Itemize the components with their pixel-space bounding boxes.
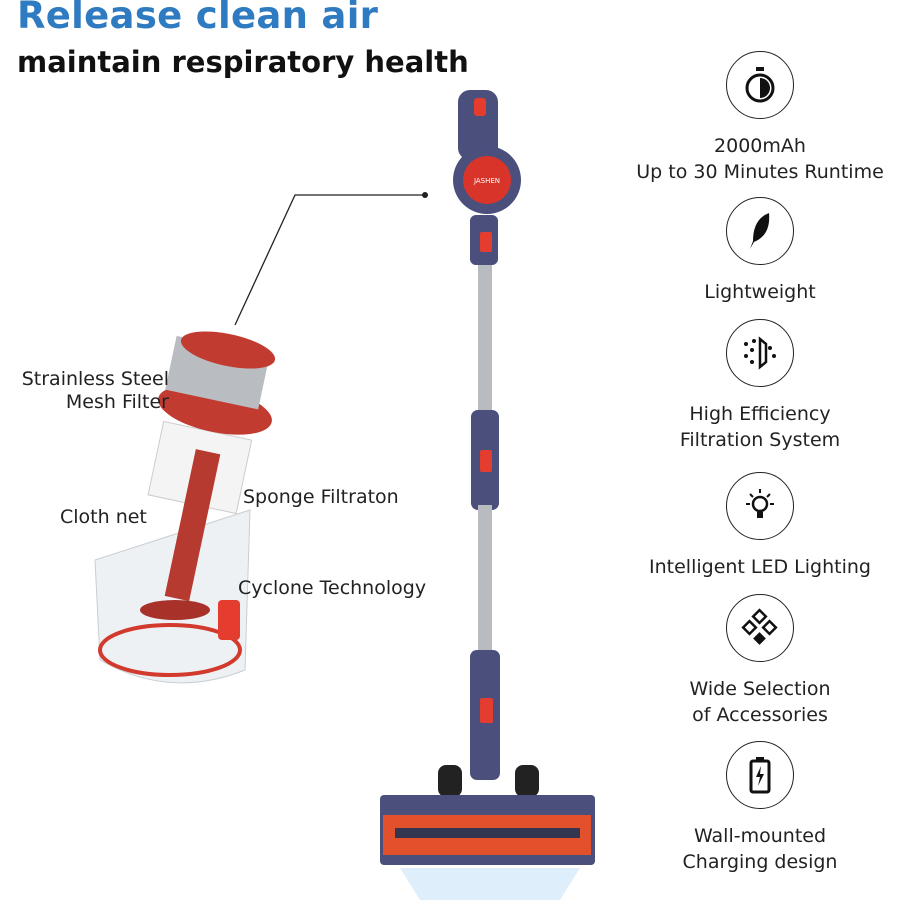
headline: Release clean air — [17, 0, 379, 37]
label-cloth-net: Cloth net — [60, 506, 147, 528]
feature-led-lighting: Intelligent LED Lighting — [620, 472, 900, 580]
feather-icon — [726, 197, 794, 265]
stopwatch-icon — [726, 51, 794, 119]
subheadline: maintain respiratory health — [17, 45, 469, 79]
callout-line — [234, 194, 425, 326]
accessories-icon — [726, 594, 794, 662]
feature-lightweight: Lightweight — [620, 197, 900, 305]
battery-icon — [726, 741, 794, 809]
svg-text:JASHEN: JASHEN — [473, 177, 500, 185]
filter-assembly-image — [94, 331, 276, 684]
stick-vacuum-image: JASHEN — [380, 90, 595, 900]
light-bulb-icon — [726, 472, 794, 540]
label-cyclone-technology: Cyclone Technology — [238, 577, 427, 599]
filtration-icon — [726, 319, 794, 387]
label-sponge-filtration: Sponge Filtraton — [243, 486, 399, 508]
